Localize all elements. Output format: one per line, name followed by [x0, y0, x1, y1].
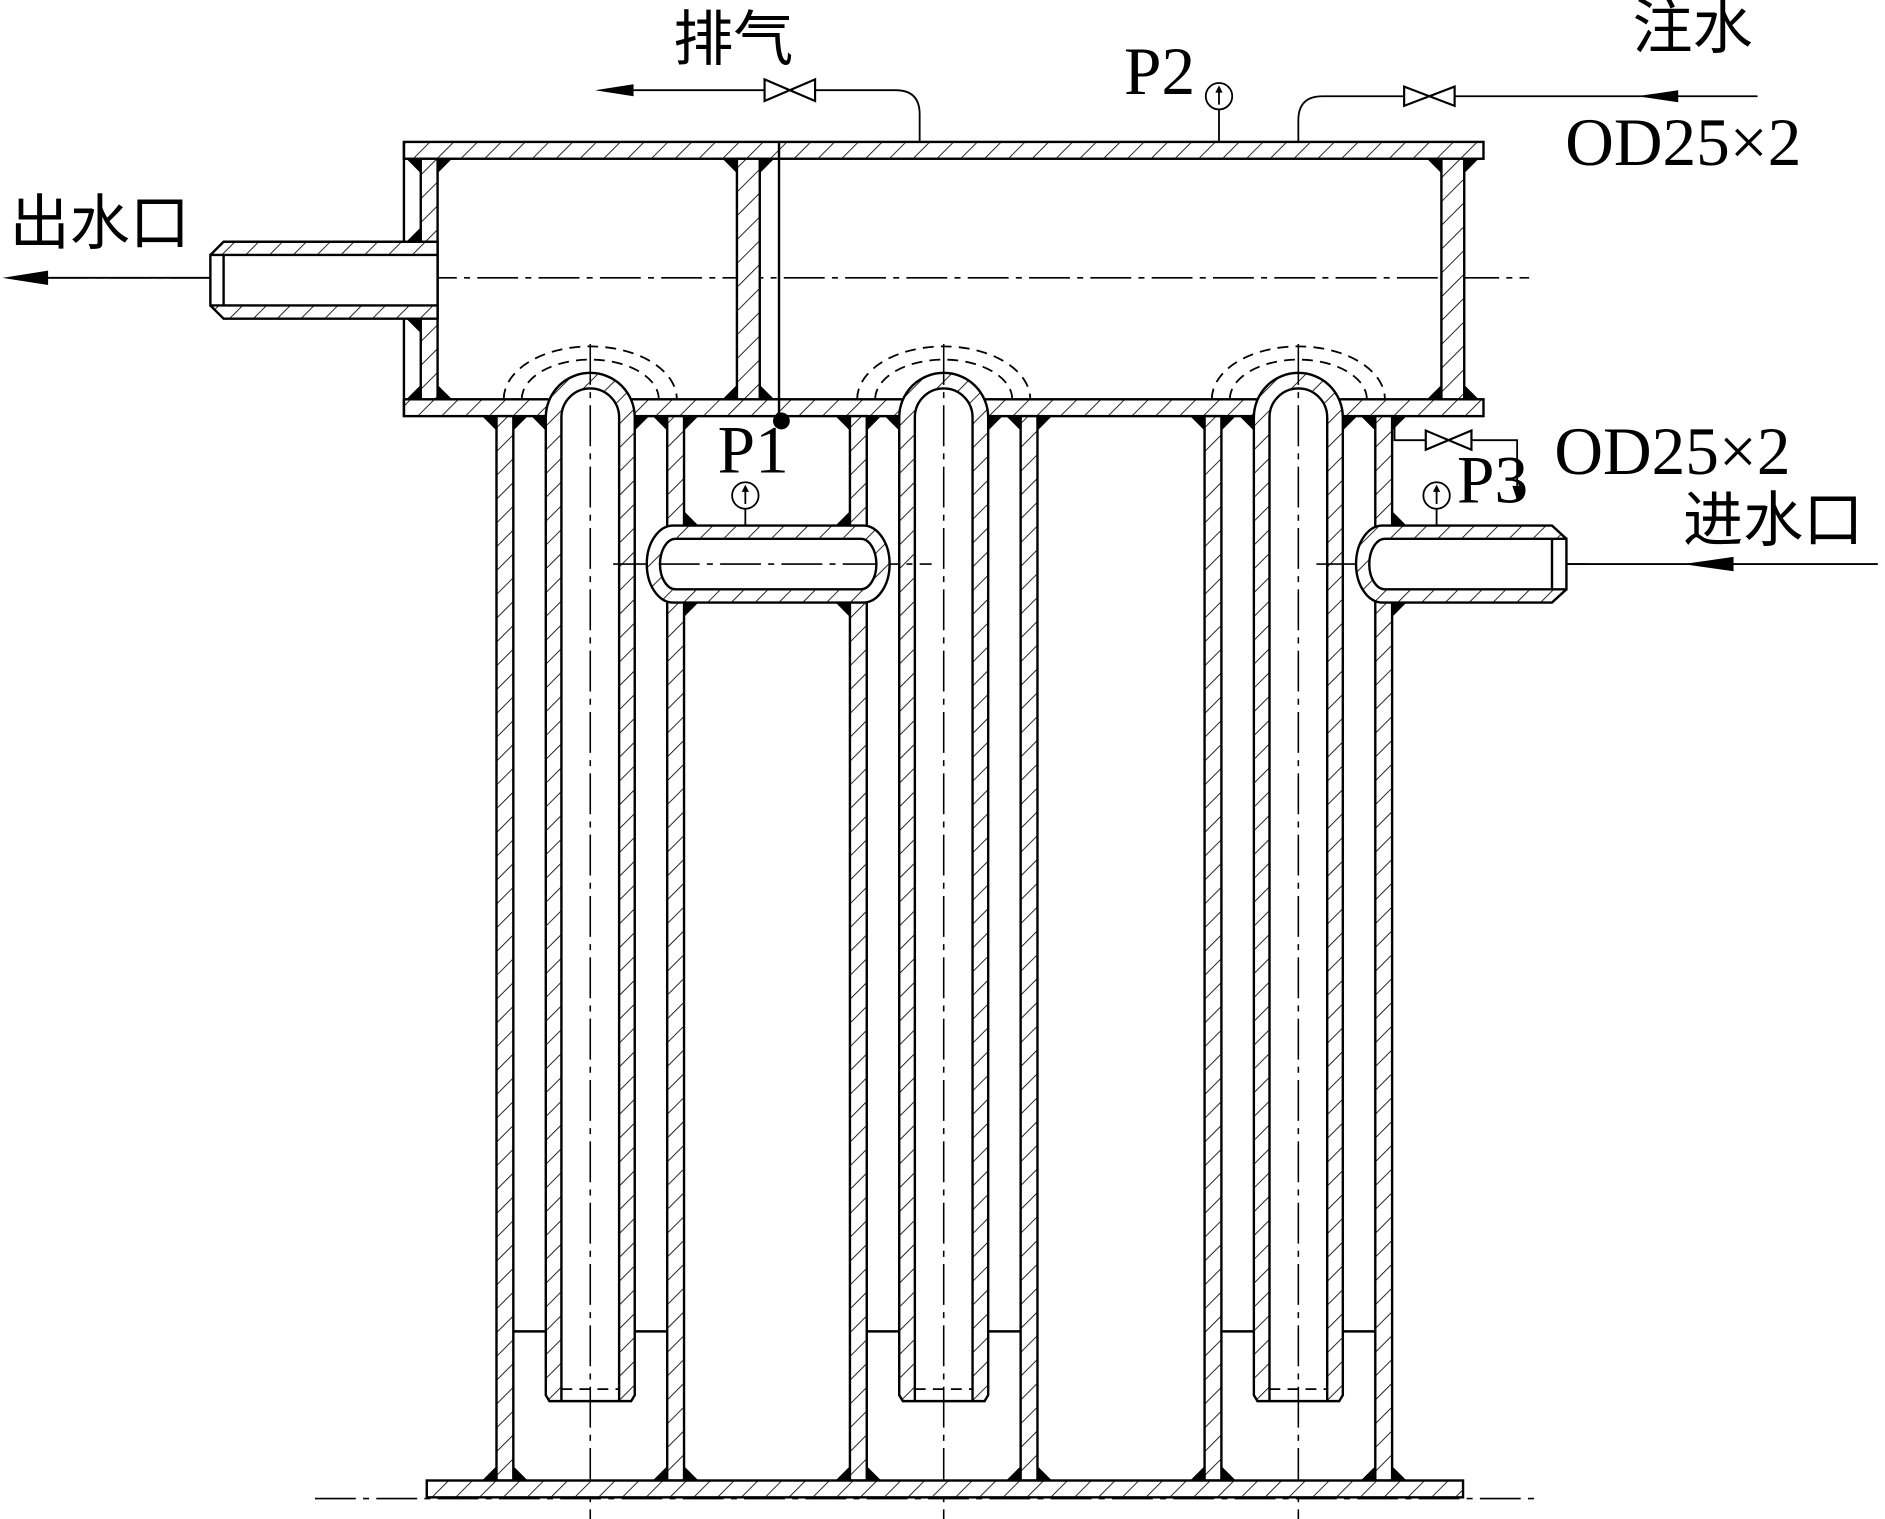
outlet-pipe-welds	[406, 227, 421, 334]
outlet-pipe-mask	[210, 241, 438, 319]
exhaust-valve-icon	[763, 77, 817, 103]
label-fill-pipe-size: OD25×2	[1565, 105, 1801, 180]
gauge-p2-needle-head	[1215, 85, 1223, 93]
connecting-pipe-wall	[645, 524, 891, 604]
exhaust-line	[595, 77, 921, 142]
tube-assembly-3	[1188, 342, 1408, 1519]
label-inlet-pipe-size: OD25×2	[1554, 414, 1790, 489]
label-p3: P3	[1457, 443, 1528, 518]
connecting-pipe	[613, 511, 932, 617]
p1-sensing-point	[772, 412, 790, 430]
base-plate	[425, 1479, 1465, 1499]
inlet-pipe-mask	[1356, 525, 1567, 603]
tube-assembly-1	[480, 342, 700, 1519]
water-fill-line	[1297, 85, 1758, 142]
outlet-pipe	[209, 227, 439, 334]
header-partition-plate	[735, 157, 761, 401]
header-top-wall	[402, 140, 1485, 160]
inlet-pipe-wall	[1354, 524, 1568, 604]
header-right-plate	[1440, 157, 1466, 401]
p3-valve-icon	[1424, 428, 1473, 452]
p3-valve-line	[1393, 416, 1522, 501]
label-inlet: 进水口	[1683, 488, 1863, 555]
gauge-p1	[731, 481, 760, 526]
inlet-arrow-head	[1683, 556, 1734, 572]
fill-pipe-line	[1297, 95, 1758, 142]
fill-arrow-head	[1637, 90, 1679, 103]
p3-valve-pipe	[1393, 416, 1519, 486]
label-p2: P2	[1124, 34, 1195, 109]
inlet-pipe-welds	[1392, 511, 1407, 617]
gauge-p2	[1204, 82, 1234, 142]
fill-valve-icon	[1403, 85, 1456, 108]
label-water-fill: 注水	[1633, 0, 1753, 62]
outlet-pipe-wall	[209, 240, 439, 320]
label-p1: P1	[718, 413, 789, 488]
gauge-p1-needle-head	[741, 484, 749, 492]
label-outlet: 出水口	[10, 191, 190, 258]
inlet-pipe	[1316, 511, 1587, 617]
exhaust-arrow-head	[595, 84, 634, 97]
header-welds	[406, 158, 1479, 400]
gauge-p3-needle-head	[1432, 484, 1441, 492]
tube-assembly-2	[834, 342, 1054, 1519]
p3-valve-arrow-head	[1512, 485, 1522, 501]
label-exhaust: 排气	[673, 7, 793, 74]
exhaust-pipe-line	[613, 89, 921, 142]
outlet-arrow-head	[2, 270, 49, 286]
gauge-p3	[1422, 481, 1451, 526]
